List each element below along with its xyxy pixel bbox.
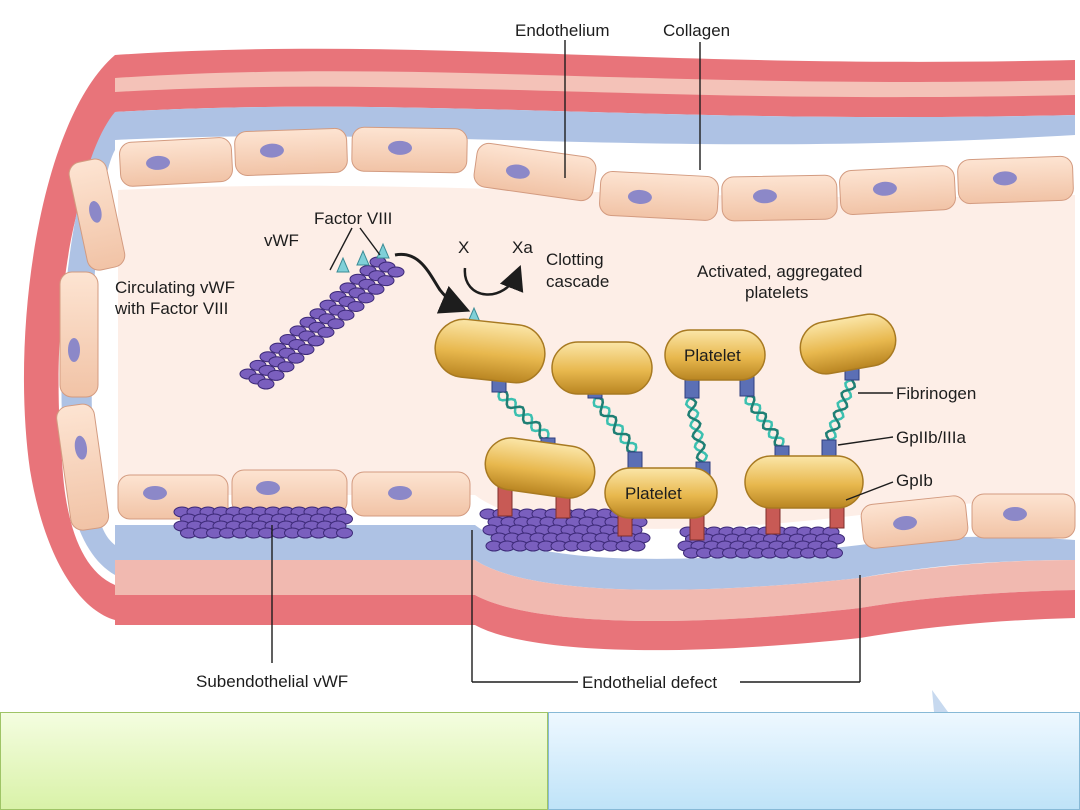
label-vwf: vWF [264,231,299,250]
label-circulating-line1: Circulating vWF [115,278,235,297]
label-clotting-line2: cascade [546,272,609,291]
bottom-right-panel [548,712,1080,810]
endothelial-cells-bottom [117,469,1076,549]
vwf-to-defect-arrow [394,252,471,314]
label-activated-line1: Activated, aggregated [697,262,862,281]
endothelial-cells-top [119,126,1074,222]
label-endothelium: Endothelium [515,21,610,40]
label-gp1b: GpIb [896,471,933,490]
platelet-free-3 [799,313,897,375]
label-endothelial-defect: Endothelial defect [582,673,717,692]
platelet-free-1 [434,318,546,384]
blood-vessel-diagram: Endothelium Collagen Factor VIII vWF Cir… [23,21,1076,712]
vessel-wall-top [115,48,1075,145]
label-activated-line2: platelets [745,283,808,302]
platelet-bound-1 [484,437,596,499]
vessel-wall-bottom [115,525,1075,651]
label-circulating-line2: with Factor VIII [114,299,228,318]
platelet-labeled-top [664,329,766,381]
label-factor-viii: Factor VIII [314,209,392,228]
bottom-left-panel [0,712,548,810]
x-to-xa-arrow [463,265,524,296]
label-platelet-top: Platelet [684,346,741,365]
faint-pointer-decoration [932,690,948,712]
label-platelet-bottom: Platelet [625,484,682,503]
label-gp2b3a: GpIIb/IIIa [896,428,966,447]
label-collagen: Collagen [663,21,730,40]
platelet-labeled-bottom [604,467,718,519]
platelets [434,313,897,519]
label-xa: Xa [512,238,533,257]
fibrinogen-strands [497,378,857,464]
label-x: X [458,238,469,257]
label-subendothelial-vwf: Subendothelial vWF [196,672,348,691]
leader-lines [271,40,894,683]
endothelial-cells-left [56,158,126,531]
platelet-free-2 [551,341,653,395]
platelet-bound-2 [744,455,864,509]
circulating-vwf-strand [239,256,405,390]
label-fibrinogen: Fibrinogen [896,384,976,403]
subendothelial-vwf-cluster [173,506,353,539]
label-clotting-line1: Clotting [546,250,604,269]
